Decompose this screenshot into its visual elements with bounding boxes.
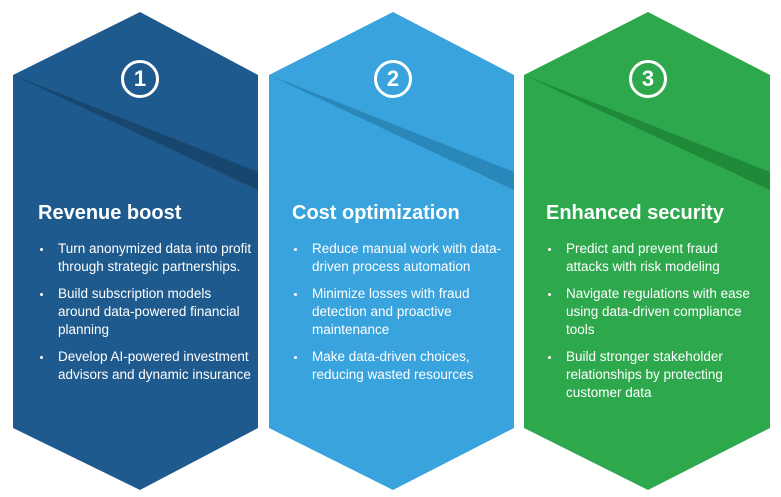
card-3-number-badge: 3: [629, 60, 667, 98]
bullet-icon: [548, 248, 551, 251]
bullet-icon: [294, 293, 297, 296]
bullet-icon: [548, 356, 551, 359]
card-1-hexagon: [13, 12, 258, 490]
list-item-text: Make data-driven choices, reducing waste…: [312, 349, 474, 382]
card-2-list: Reduce manual work with data-driven proc…: [292, 240, 506, 384]
bullet-icon: [548, 293, 551, 296]
card-2-number-badge: 2: [374, 60, 412, 98]
list-item-text: Predict and prevent fraud attacks with r…: [566, 241, 720, 274]
list-item: Minimize losses with fraud detection and…: [292, 285, 506, 339]
bullet-icon: [40, 356, 43, 359]
bullet-icon: [40, 248, 43, 251]
list-item: Reduce manual work with data-driven proc…: [292, 240, 506, 276]
list-item-text: Build stronger stakeholder relationships…: [566, 349, 723, 400]
bullet-icon: [294, 248, 297, 251]
list-item-text: Minimize losses with fraud detection and…: [312, 286, 470, 337]
list-item: Navigate regulations with ease using dat…: [546, 285, 760, 339]
list-item-text: Reduce manual work with data-driven proc…: [312, 241, 502, 274]
list-item: Develop AI-powered investment advisors a…: [38, 348, 252, 384]
card-1-fold: [13, 75, 258, 190]
card-1-list: Turn anonymized data into profit through…: [38, 240, 252, 384]
card-1-title: Revenue boost: [38, 202, 182, 224]
card-2-content: Cost optimization Reduce manual work wit…: [292, 200, 506, 393]
card-3-content: Enhanced security Predict and prevent fr…: [546, 200, 760, 411]
card-2-hexagon: [269, 12, 514, 490]
list-item: Build subscription models around data-po…: [38, 285, 252, 339]
list-item: Make data-driven choices, reducing waste…: [292, 348, 506, 384]
list-item: Build stronger stakeholder relationships…: [546, 348, 760, 402]
list-item: Turn anonymized data into profit through…: [38, 240, 252, 276]
list-item-text: Build subscription models around data-po…: [58, 286, 240, 337]
card-1-content: Revenue boost Turn anonymized data into …: [38, 200, 252, 393]
card-3-fold: [524, 75, 770, 190]
list-item-text: Navigate regulations with ease using dat…: [566, 286, 750, 337]
card-3-hexagon: [524, 12, 770, 490]
card-2-title: Cost optimization: [292, 202, 460, 224]
card-1-number-badge: 1: [121, 60, 159, 98]
card-3-title: Enhanced security: [546, 202, 724, 224]
list-item-text: Develop AI-powered investment advisors a…: [58, 349, 251, 382]
list-item: Predict and prevent fraud attacks with r…: [546, 240, 760, 276]
card-2-fold: [269, 75, 514, 190]
bullet-icon: [40, 293, 43, 296]
card-3-list: Predict and prevent fraud attacks with r…: [546, 240, 760, 402]
bullet-icon: [294, 356, 297, 359]
list-item-text: Turn anonymized data into profit through…: [58, 241, 252, 274]
